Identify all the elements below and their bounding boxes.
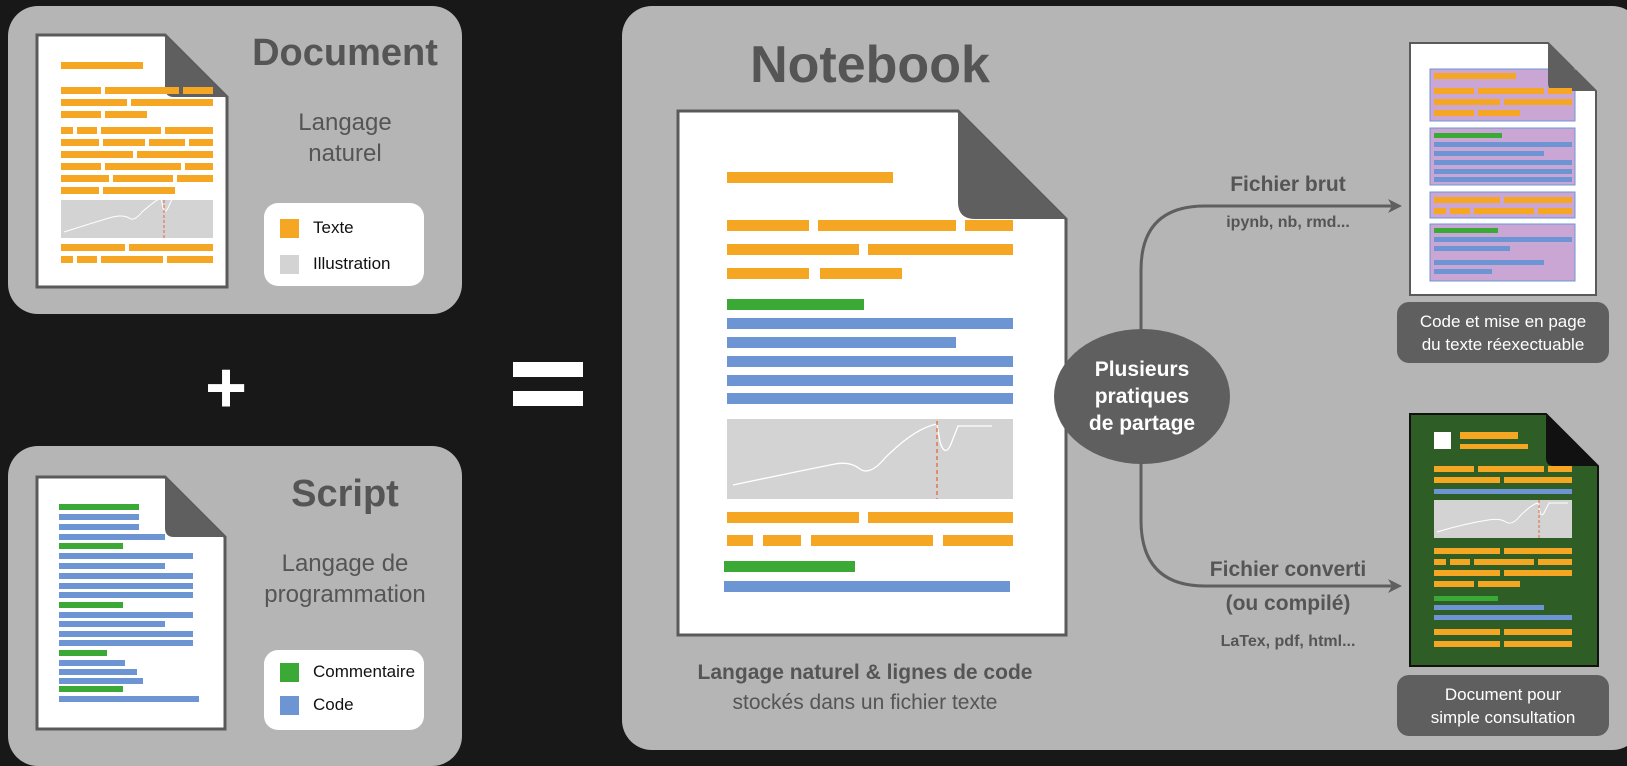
- code-swatch: [280, 695, 299, 715]
- notebook-illustration: [676, 109, 1068, 637]
- raw-file-caption: Code et mise en page du texte réexectuab…: [1397, 302, 1609, 363]
- share-arrows: [1139, 199, 1402, 593]
- share-practices-label: Plusieurs pratiques de partage: [1088, 358, 1196, 435]
- converted-file-label-line2: (ou compilé): [1225, 592, 1351, 615]
- converted-file-label-line1: Fichier converti: [1209, 558, 1367, 581]
- equals-sign: [513, 362, 583, 406]
- plus-sign: +: [205, 348, 248, 428]
- raw-file-label: Fichier brut: [1230, 173, 1346, 196]
- script-illustration: [35, 475, 227, 731]
- notebook-caption-line1: Langage naturel & lignes de code: [697, 661, 1033, 684]
- legend-item-illustration: Illustration: [280, 254, 390, 274]
- share-practices-bubble: Plusieurs pratiques de partage: [1054, 329, 1230, 464]
- legend-item-code: Code: [280, 695, 354, 715]
- texte-swatch: [280, 218, 299, 238]
- script-title: Script: [291, 473, 399, 515]
- commentaire-swatch: [280, 662, 299, 682]
- legend-label-illustration: Illustration: [313, 254, 391, 273]
- legend-item-texte: Texte: [280, 218, 354, 238]
- script-subtitle-text: Langage de programmation: [264, 550, 426, 608]
- document-subtitle-text: Langage naturel: [298, 109, 392, 167]
- legend-item-commentaire: Commentaire: [280, 662, 415, 682]
- notebook-caption-line2: stockés dans un fichier texte: [732, 691, 998, 714]
- illustration-swatch: [280, 254, 299, 274]
- converted-file-caption-text: Document pour simple consultation: [1430, 684, 1576, 727]
- converted-file-caption: Document pour simple consultation: [1397, 675, 1609, 736]
- legend-label-code: Code: [313, 695, 354, 714]
- document-legend: Texte Illustration: [264, 203, 424, 286]
- converted-file-illustration: [1409, 413, 1599, 667]
- raw-file-formats: ipynb, nb, rmd...: [1226, 214, 1350, 231]
- document-illustration: [35, 33, 229, 289]
- legend-label-commentaire: Commentaire: [313, 662, 416, 681]
- script-legend: Commentaire Code: [264, 650, 424, 730]
- raw-file-caption-text: Code et mise en page du texte réexectuab…: [1419, 311, 1587, 354]
- document-title: Document: [252, 32, 438, 74]
- document-subtitle: Langage naturel: [245, 107, 445, 169]
- script-subtitle: Langage de programmation: [245, 548, 445, 610]
- legend-label-texte: Texte: [313, 218, 354, 237]
- notebook-title: Notebook: [750, 36, 990, 94]
- converted-file-formats: LaTex, pdf, html...: [1220, 633, 1356, 650]
- raw-file-illustration: [1409, 42, 1597, 296]
